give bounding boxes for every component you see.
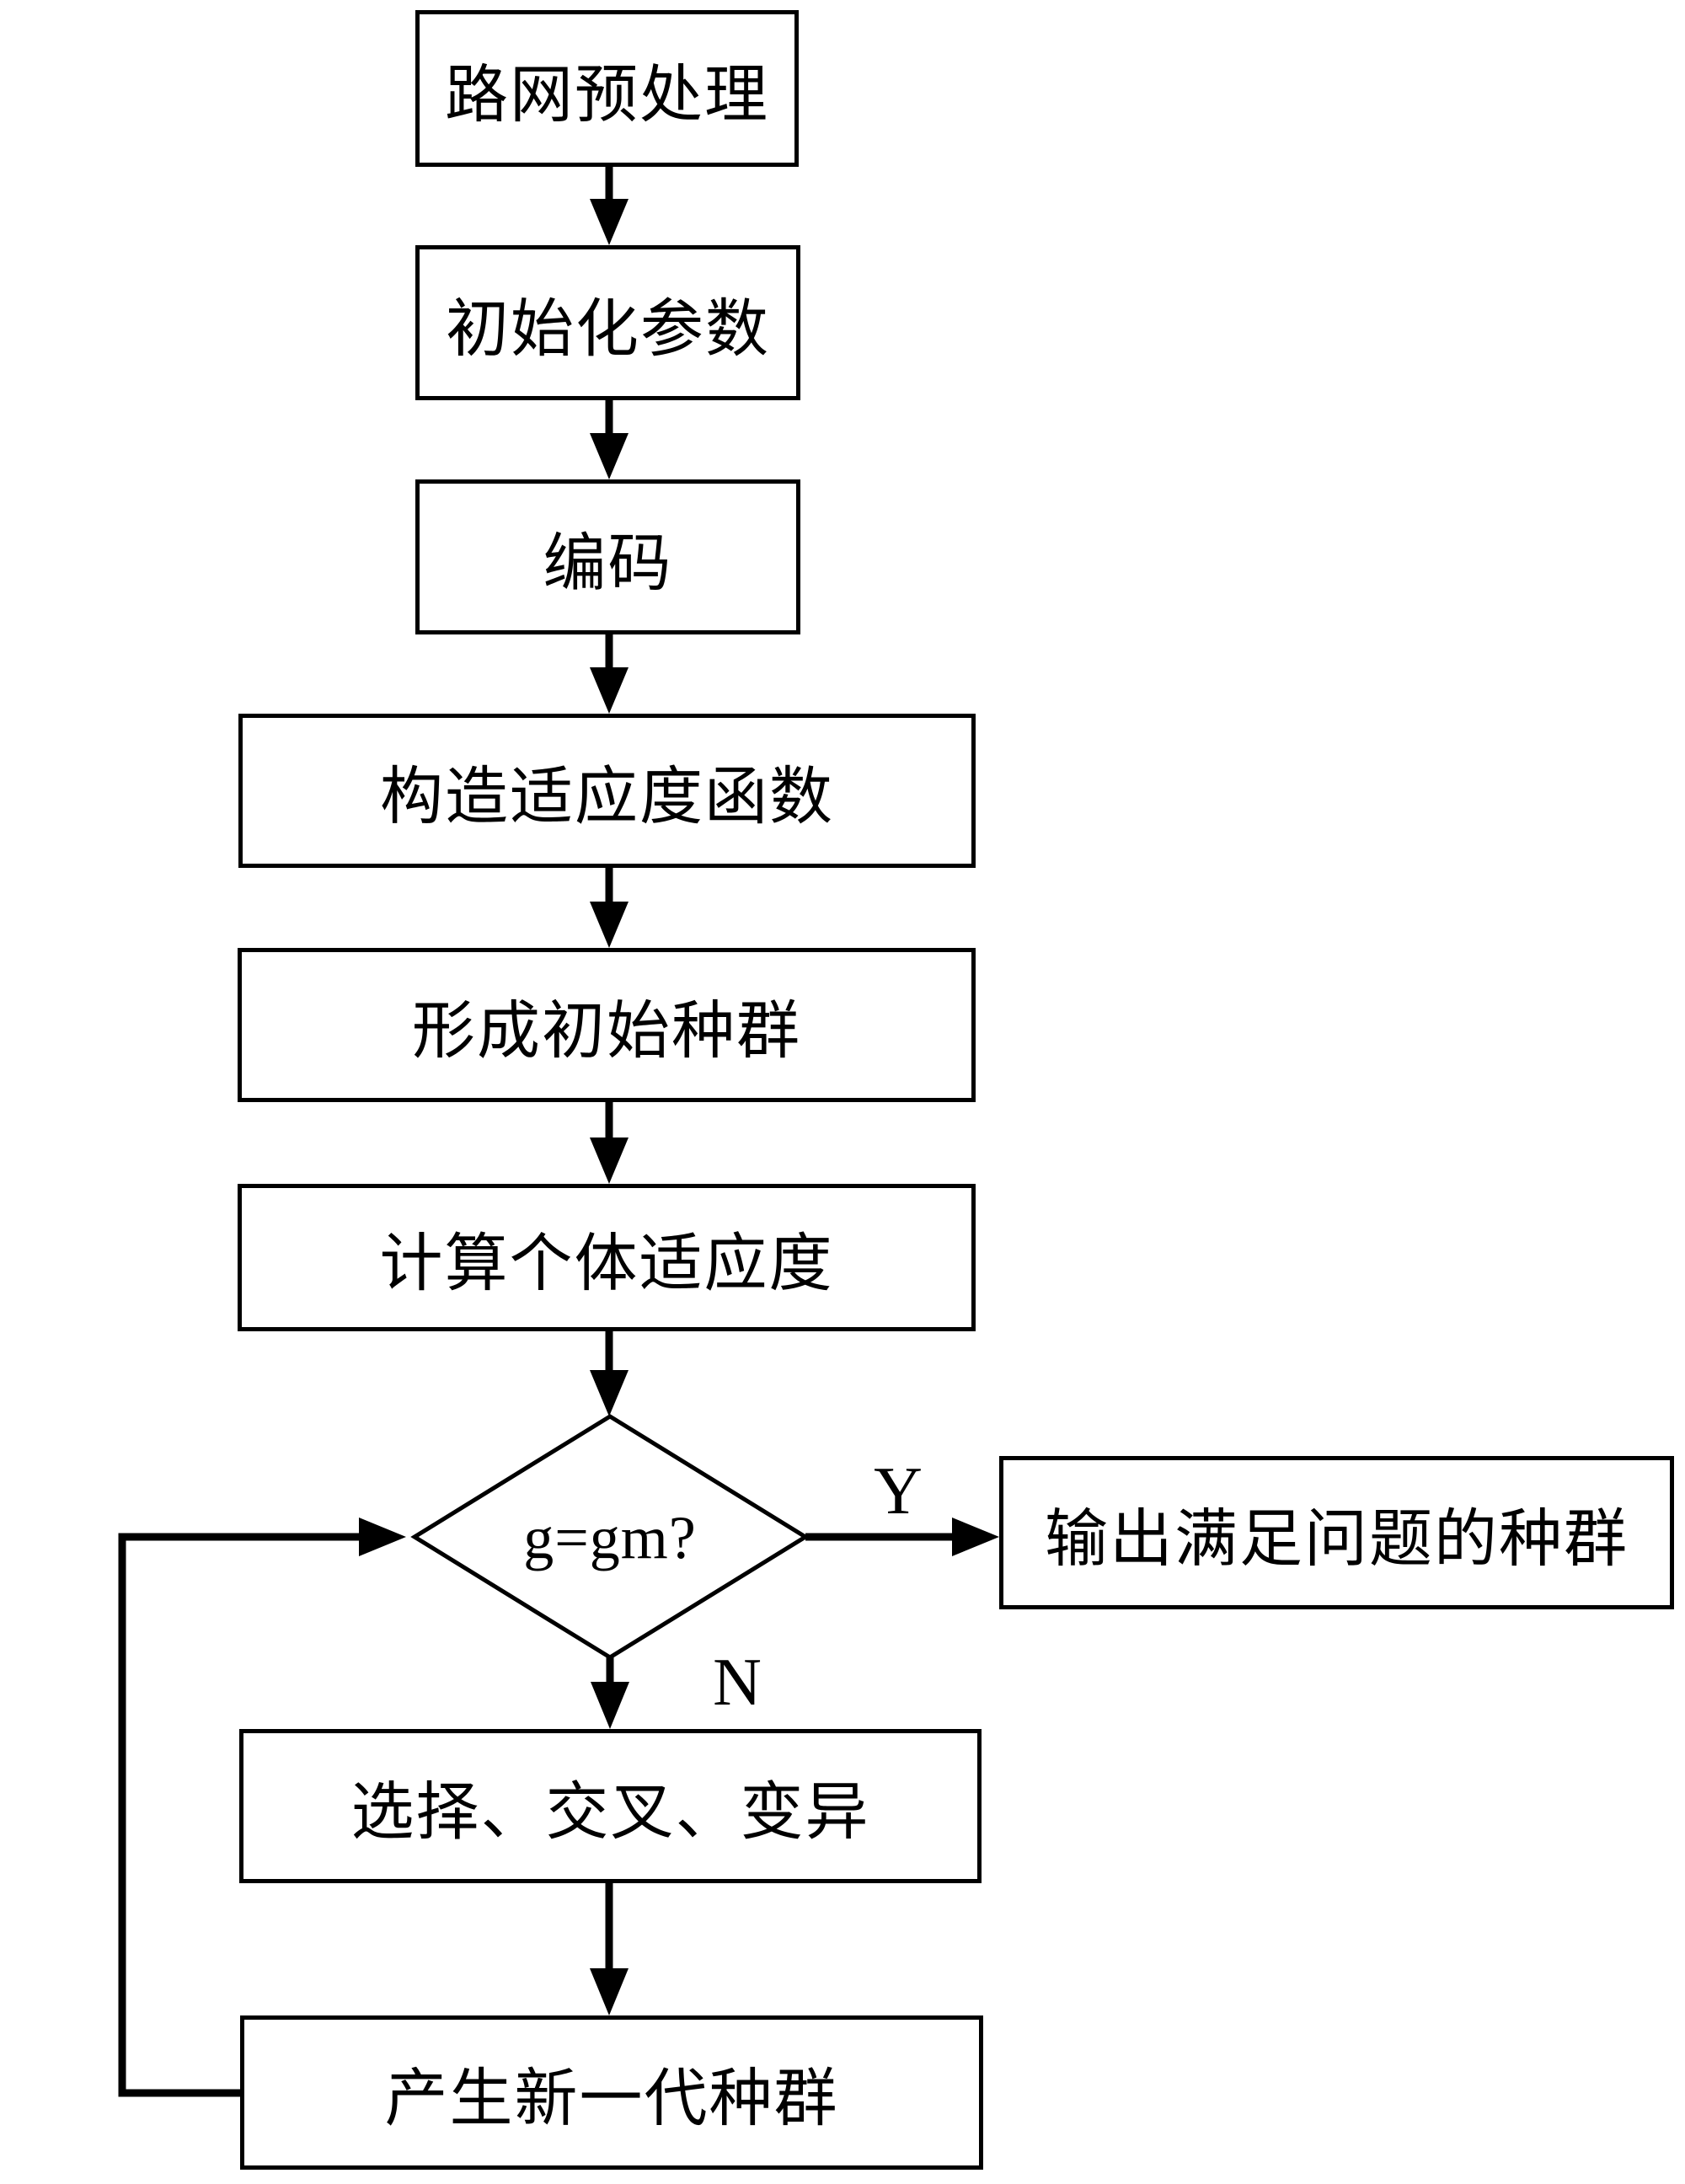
node-road-network-preprocess-label: 路网预处理 [444,60,769,131]
decision-condition-label: g=gm? [523,1503,697,1571]
node-road-network-preprocess: 路网预处理 [415,10,799,167]
node-calc-individual-fitness-label: 计算个体适应度 [379,1229,834,1299]
branch-label-yes: Y [864,1445,932,1538]
branch-label-no: N [703,1636,771,1729]
node-form-initial-population-label: 形成初始种群 [411,997,801,1067]
decision-condition: g=gm? [441,1483,778,1592]
node-form-initial-population: 形成初始种群 [238,948,976,1102]
node-calc-individual-fitness: 计算个体适应度 [238,1184,976,1331]
node-output-population: 输出满足问题的种群 [999,1456,1674,1609]
node-build-fitness-function: 构造适应度函数 [238,714,976,868]
node-initialize-parameters-label: 初始化参数 [445,294,770,365]
decision-diamond [410,1414,810,1660]
node-build-fitness-function-label: 构造适应度函数 [379,763,834,832]
node-selection-crossover-mutation: 选择、交叉、变异 [239,1729,982,1883]
node-encoding: 编码 [415,479,800,634]
branch-label-no-text: N [713,1645,762,1720]
node-selection-crossover-mutation-label: 选择、交叉、变异 [350,1778,870,1848]
node-new-generation-population: 产生新一代种群 [240,2015,983,2170]
feedback-line [118,1533,362,2097]
branch-label-yes-text: Y [874,1453,923,1528]
node-new-generation-population-label: 产生新一代种群 [384,2064,839,2134]
node-output-population-label: 输出满足问题的种群 [1044,1504,1629,1575]
node-initialize-parameters: 初始化参数 [415,245,800,400]
node-encoding-label: 编码 [543,528,673,599]
